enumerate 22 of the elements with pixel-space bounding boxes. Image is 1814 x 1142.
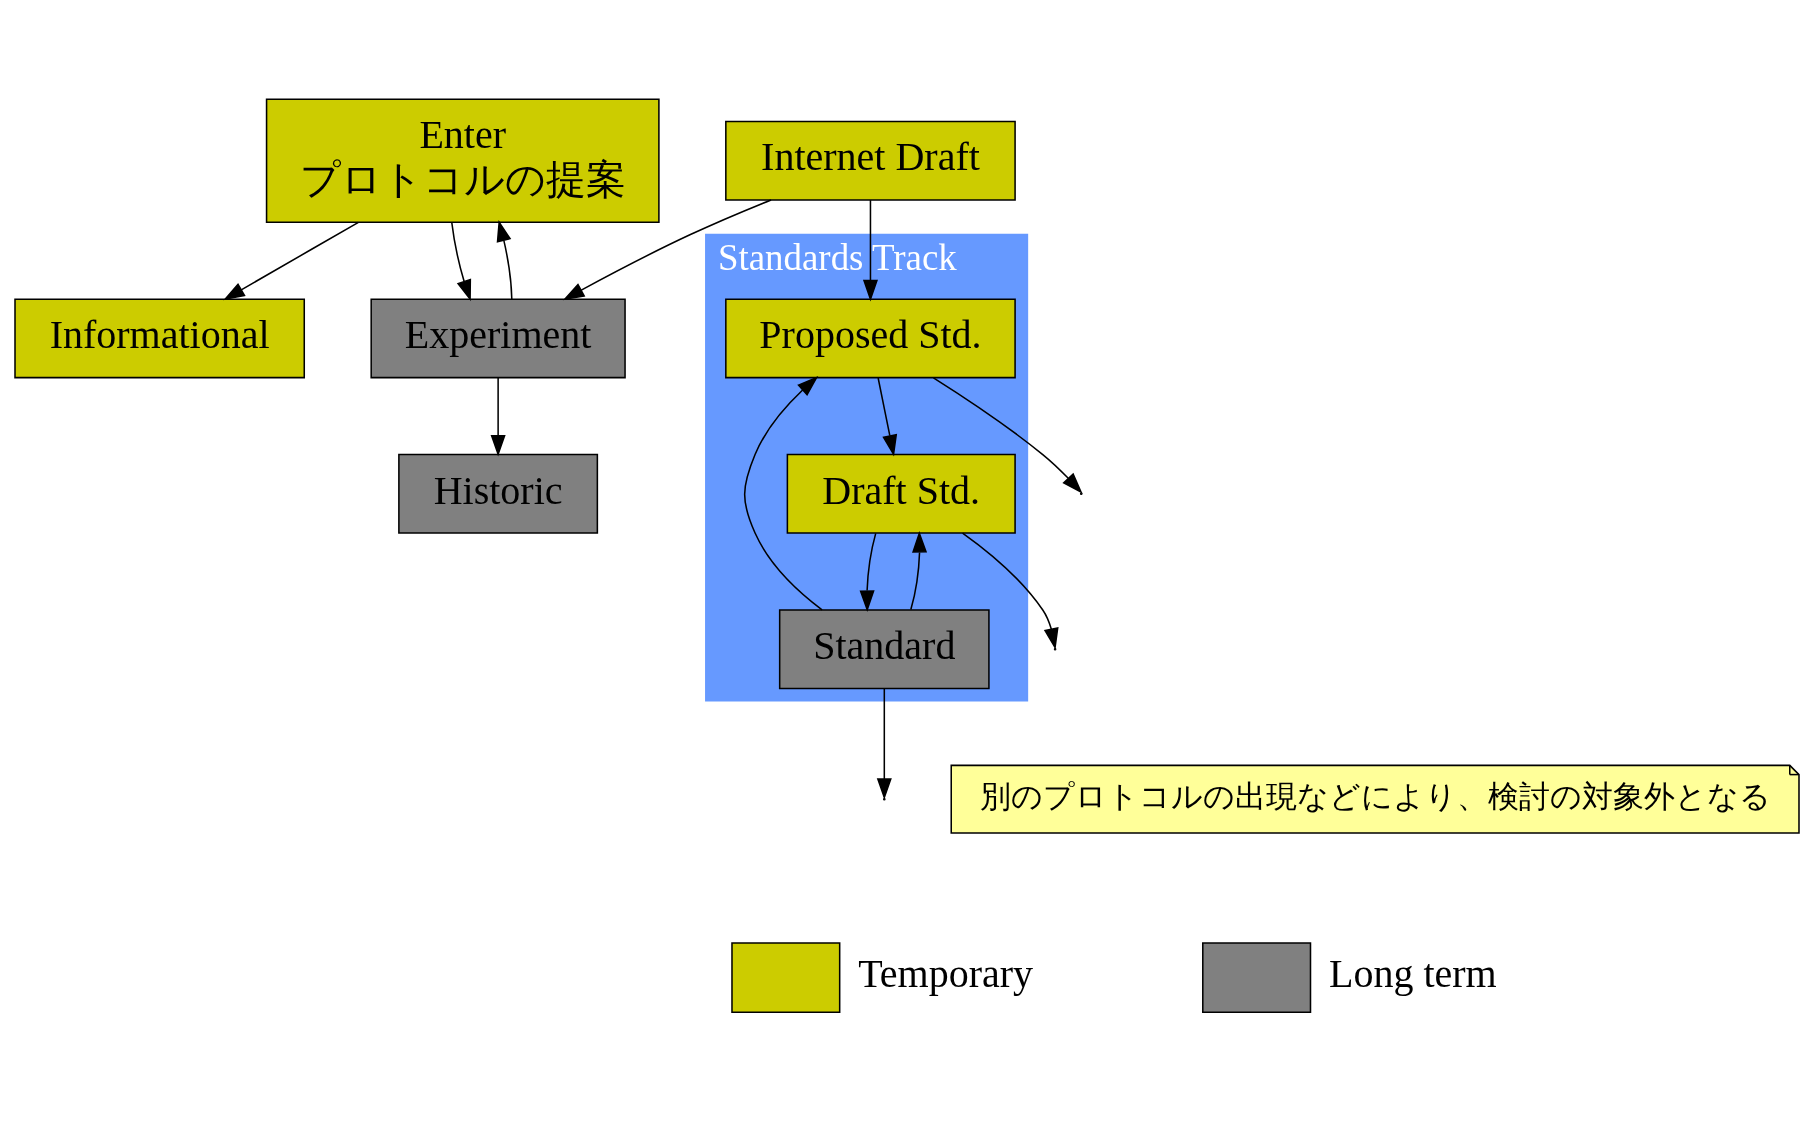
node-box: Draft Std. [786,453,1016,534]
node-box: Standard [778,608,990,689]
arrow [910,530,928,610]
arrow [877,376,898,456]
arrow [496,219,513,300]
arrow [223,221,360,300]
node-box: Enter プロトコルの提案 [265,97,660,223]
node-box: Informational [14,297,306,378]
arrow [859,532,877,612]
arrow [932,376,1083,494]
legend-label: Temporary [858,950,1034,996]
node-box: Proposed Std. [725,297,1016,378]
node-box: Historic [398,453,599,534]
arrow [743,375,823,611]
legend-label: Long term [1328,950,1497,996]
arrow [562,198,772,300]
arrow [876,687,892,800]
node-box: Internet Draft [725,120,1016,201]
node-box: Experiment [370,297,626,378]
arrow [862,198,878,301]
arrow [451,221,472,301]
arrow [490,376,506,456]
